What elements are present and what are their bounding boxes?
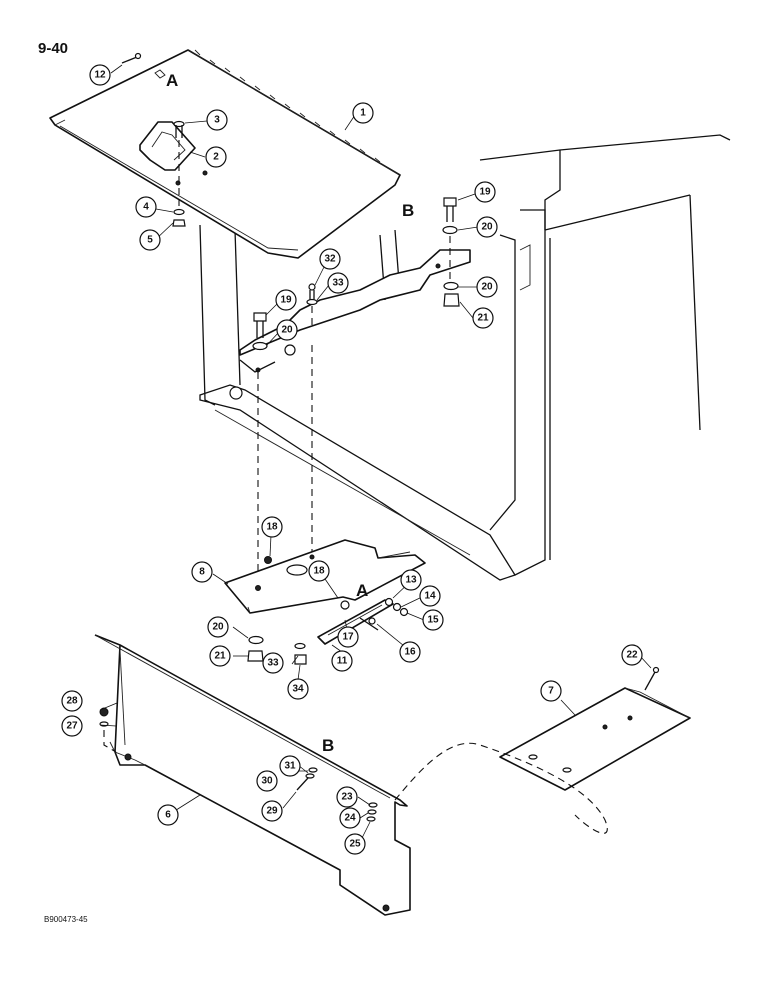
- callout-32: 33: [327, 272, 349, 294]
- callout-29: 30: [256, 770, 278, 792]
- callout-20-left: 20: [276, 319, 298, 341]
- svg-text:6: 6: [165, 810, 171, 821]
- screw-12: [121, 52, 142, 64]
- ref-letter-b-lower: B: [322, 736, 334, 755]
- svg-text:18: 18: [266, 522, 278, 533]
- callout-21-right: 21: [472, 307, 494, 329]
- callout-34: 34: [287, 678, 309, 700]
- svg-text:14: 14: [424, 591, 436, 602]
- callout-17: 17: [337, 626, 359, 648]
- callout-20-right-top: 20: [476, 216, 498, 238]
- side-panel-6: [94, 634, 411, 916]
- callout-18-lower: 18: [308, 560, 330, 582]
- ref-letter-a-top: A: [166, 71, 178, 90]
- callout-19-left: 19: [275, 289, 297, 311]
- callout-23: 23: [336, 786, 358, 808]
- svg-text:18: 18: [313, 566, 325, 577]
- svg-text:33: 33: [332, 278, 344, 289]
- svg-text:21: 21: [477, 313, 489, 324]
- callout-26: 27: [61, 715, 83, 737]
- callout-6: 6: [157, 804, 179, 826]
- svg-text:16: 16: [404, 647, 416, 658]
- svg-text:21: 21: [214, 651, 226, 662]
- svg-text:12: 12: [94, 70, 106, 81]
- callout-4: 4: [135, 196, 157, 218]
- callout-30: 31: [279, 755, 301, 777]
- right-bolt-assembly: [442, 197, 460, 307]
- callout-22: 22: [621, 644, 643, 666]
- callout-25: 25: [344, 833, 366, 855]
- svg-text:11: 11: [337, 656, 348, 667]
- ref-letter-a-lower: A: [356, 581, 368, 600]
- svg-text:15: 15: [427, 615, 439, 626]
- callout-27: 28: [61, 690, 83, 712]
- callout-28: 29: [261, 800, 283, 822]
- top-hardware: [172, 120, 186, 227]
- svg-text:25: 25: [349, 839, 361, 850]
- callout-13: 13: [400, 569, 422, 591]
- svg-text:1: 1: [360, 108, 366, 119]
- svg-text:20: 20: [281, 325, 293, 336]
- callout-21-lower: 21: [209, 645, 231, 667]
- svg-text:33: 33: [267, 658, 279, 669]
- svg-text:19: 19: [280, 295, 292, 306]
- svg-text:27: 27: [66, 721, 78, 732]
- svg-text:30: 30: [261, 776, 273, 787]
- svg-text:2: 2: [213, 152, 219, 163]
- plate-7: [499, 666, 691, 791]
- side-panel-hardware: [99, 707, 378, 822]
- svg-text:22: 22: [626, 650, 638, 661]
- alignment-curve: [394, 742, 608, 834]
- callout-31: 32: [319, 248, 341, 270]
- page-number: 9-40: [38, 40, 69, 57]
- latch-2: [139, 121, 196, 171]
- svg-text:13: 13: [405, 575, 417, 586]
- callout-12: 12: [89, 64, 111, 86]
- callout-14: 14: [419, 585, 441, 607]
- callout-24: 24: [339, 807, 361, 829]
- callout-20-right-bottom: 20: [476, 276, 498, 298]
- callout-5: 5: [139, 229, 161, 251]
- callout-7: 7: [540, 680, 562, 702]
- svg-text:3: 3: [214, 115, 220, 126]
- bolt-31-32: [306, 283, 318, 330]
- callout-18-upper: 18: [261, 516, 283, 538]
- callout-15: 15: [422, 609, 444, 631]
- callouts: 12 1 3 2 4 5 19 20 20 21 32 33 19 20 18 …: [61, 64, 643, 855]
- slotted-link-11: [317, 599, 394, 645]
- svg-text:20: 20: [481, 282, 493, 293]
- svg-text:5: 5: [147, 235, 153, 246]
- svg-text:19: 19: [479, 187, 491, 198]
- svg-text:28: 28: [66, 696, 78, 707]
- link-hardware: [359, 597, 409, 631]
- callout-2: 2: [205, 146, 227, 168]
- left-bolt-assembly: [252, 312, 268, 351]
- figure-reference-code: B900473-45: [44, 915, 88, 924]
- svg-text:29: 29: [266, 806, 278, 817]
- callout-1: 1: [352, 102, 374, 124]
- ref-letter-b-top: B: [402, 201, 414, 220]
- svg-text:8: 8: [199, 567, 205, 578]
- svg-text:20: 20: [212, 622, 224, 633]
- svg-text:24: 24: [344, 813, 356, 824]
- svg-text:31: 31: [284, 761, 296, 772]
- svg-text:32: 32: [324, 254, 336, 265]
- svg-text:20: 20: [481, 222, 493, 233]
- callout-19-right: 19: [474, 181, 496, 203]
- svg-text:4: 4: [143, 202, 149, 213]
- svg-text:7: 7: [548, 686, 554, 697]
- callout-3: 3: [206, 109, 228, 131]
- svg-text:17: 17: [342, 632, 354, 643]
- callout-16: 16: [399, 641, 421, 663]
- callout-11: 11: [331, 650, 353, 672]
- svg-text:34: 34: [292, 684, 304, 695]
- callout-8: 8: [191, 561, 213, 583]
- callout-20-lower: 20: [207, 616, 229, 638]
- callout-33: 33: [262, 652, 284, 674]
- reference-letters: A B A B: [166, 71, 414, 755]
- hinge-1: [194, 49, 381, 163]
- lower-nuts: [247, 635, 307, 665]
- svg-text:23: 23: [341, 792, 353, 803]
